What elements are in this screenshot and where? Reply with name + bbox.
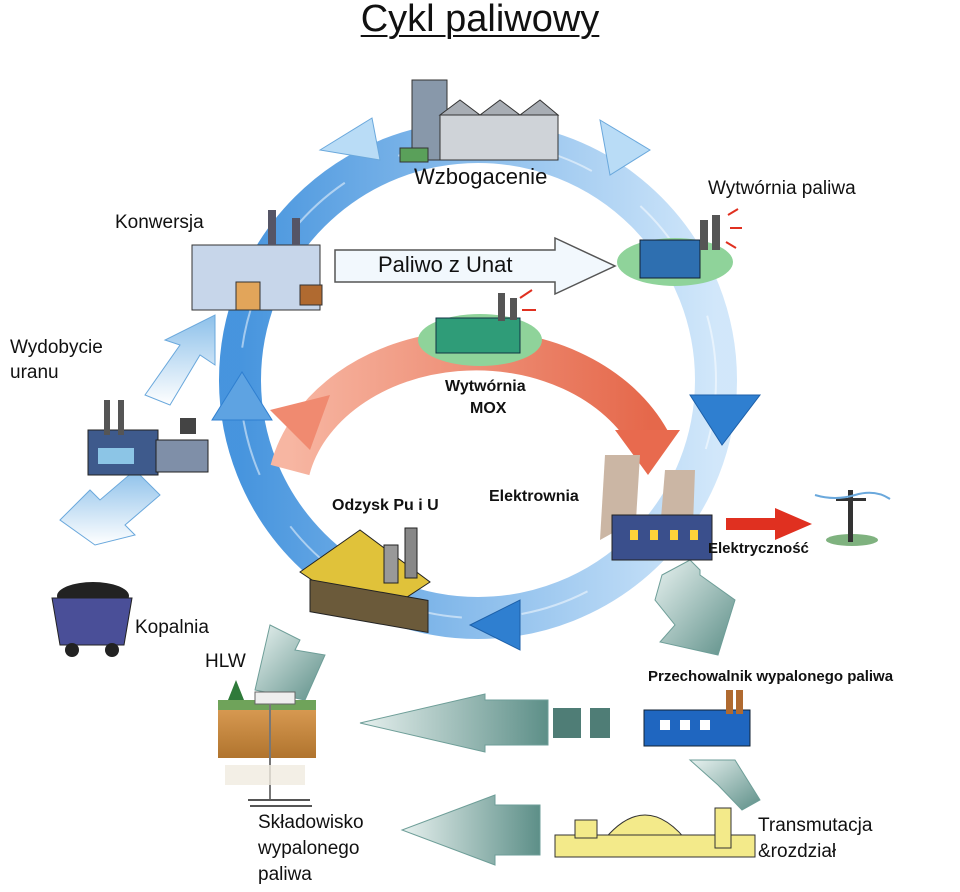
mox-arrowhead <box>615 430 680 475</box>
label-odzysk: Odzysk Pu i U <box>332 497 439 514</box>
page-title: Cykl paliwowy <box>360 0 600 40</box>
label-transmutacja-line1: Transmutacja <box>758 815 873 836</box>
mine-cart-icon <box>51 582 133 657</box>
label-skladowisko-line3: paliwa <box>258 864 312 885</box>
label-przechowalnik: Przechowalnik wypalonego paliwa <box>648 668 894 685</box>
label-konwersja: Konwersja <box>115 212 204 233</box>
enrichment-plant-icon <box>399 79 560 163</box>
ring-arrowhead <box>468 599 521 651</box>
label-elektrownia: Elektrownia <box>489 488 579 505</box>
uranium-mining-plant-icon <box>87 400 209 476</box>
conversion-plant-icon <box>191 210 323 311</box>
label-paliwo-z-unat: Paliwo z Unat <box>378 252 513 277</box>
power-plant-icon <box>600 455 713 561</box>
label-wytwornia-mox-line1: Wytwórnia <box>445 378 526 395</box>
label-wydobycie-line2: uranu <box>10 362 59 383</box>
geological-repository-icon <box>218 680 316 807</box>
waste-arrows <box>254 559 761 866</box>
power-pole-icon <box>814 490 891 546</box>
label-elektrycznosc: Elektryczność <box>708 540 809 557</box>
label-wydobycie-line1: Wydobycie <box>10 337 103 358</box>
mining-arrows <box>59 314 216 546</box>
label-wytwornia-mox-line2: MOX <box>470 400 507 417</box>
label-wzbogacenie: Wzbogacenie <box>414 164 548 189</box>
label-hlw: HLW <box>205 651 246 672</box>
ring-arrowhead <box>318 117 381 161</box>
label-kopalnia: Kopalnia <box>135 617 209 638</box>
mox-plant-icon <box>418 289 542 366</box>
label-skladowisko-line2: wypalonego <box>258 838 360 859</box>
transmutation-facility-icon <box>554 807 756 858</box>
electricity-arrow <box>726 508 812 540</box>
ring-arrowhead <box>211 371 273 421</box>
ring-arrowhead <box>599 119 651 176</box>
ring-arrowhead <box>689 394 762 446</box>
spent-fuel-storage-icon <box>643 690 751 747</box>
label-skladowisko-line1: Składowisko <box>258 812 364 833</box>
label-wytwornia-paliwa: Wytwórnia paliwa <box>708 178 856 199</box>
unat-arrow <box>334 236 617 296</box>
mox-arrowhead <box>270 395 330 450</box>
fuel-fabrication-plant-icon <box>617 208 742 286</box>
label-transmutacja-line2: &rozdział <box>758 841 837 862</box>
reprocessing-plant-icon <box>299 527 431 634</box>
